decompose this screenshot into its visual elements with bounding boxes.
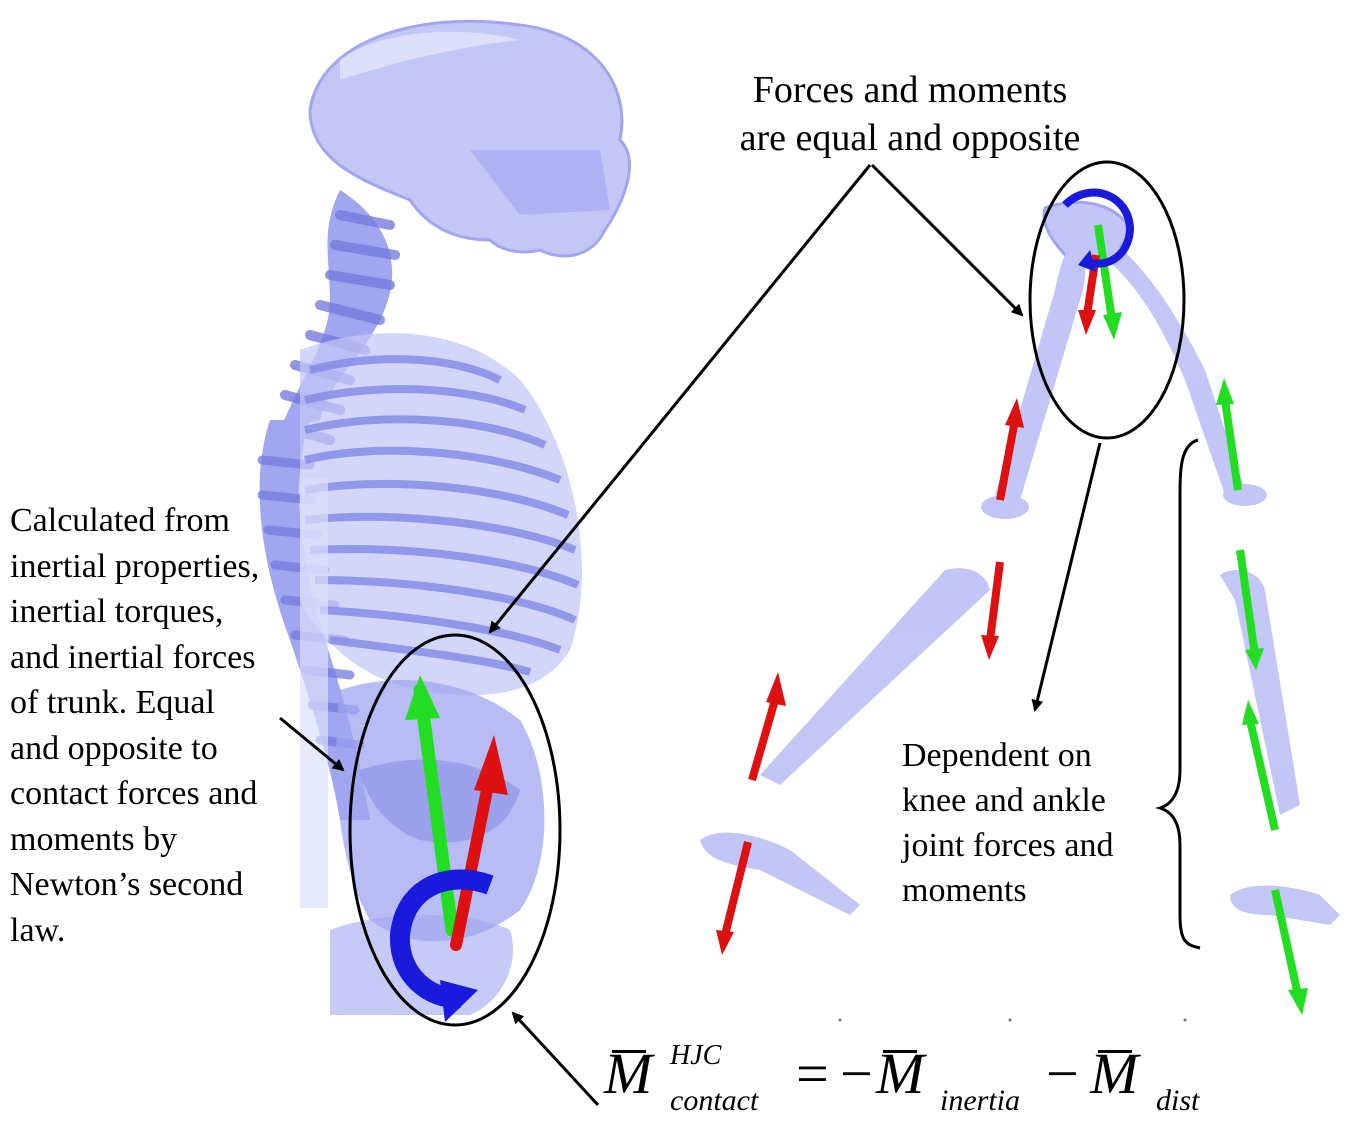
eq-minus-2: − (1046, 1040, 1079, 1107)
right-label-line: joint forces and (902, 823, 1162, 868)
eq-term2-symbol: M (1090, 1040, 1138, 1107)
foot-segment-left (700, 833, 860, 915)
top-label-line2: are equal and opposite (690, 114, 1130, 162)
eq-minus-1: − (840, 1040, 873, 1107)
left-label-line: and opposite to (10, 726, 340, 772)
top-label-line1: Forces and moments (690, 66, 1130, 114)
eq-term2-subscript: dist (1156, 1084, 1199, 1118)
left-label-line: Calculated from (10, 498, 340, 544)
eq-lhs-subscript: contact (670, 1084, 758, 1118)
left-label-line: inertial properties, (10, 544, 340, 590)
left-label-line: inertial torques, (10, 589, 340, 635)
eq-term1-symbol: M (876, 1040, 924, 1107)
right-label-line: moments (902, 868, 1162, 913)
segment-brace (1160, 440, 1200, 948)
arrow-to-right-ellipse (872, 165, 1022, 315)
arrow-to-dependent-label (1035, 443, 1100, 710)
thigh-segment-right (1100, 240, 1245, 495)
eq-equals: = (796, 1040, 829, 1107)
left-label-line: and inertial forces (10, 635, 340, 681)
left-label-line: Newton’s second (10, 862, 340, 908)
left-label: Calculated from inertial properties, ine… (10, 498, 340, 953)
eq-lhs-symbol: M (604, 1040, 652, 1107)
left-label-line: contact forces and (10, 771, 340, 817)
right-label-line: Dependent on (902, 733, 1162, 778)
right-label-line: knee and ankle (902, 778, 1162, 823)
eq-term1-subscript: inertia (940, 1084, 1020, 1118)
arrow-equation-to-hip (513, 1013, 598, 1105)
top-label: Forces and moments are equal and opposit… (690, 66, 1130, 162)
moment-equation: M HJC contact = − M inertia − M dist (600, 1040, 1300, 1120)
right-label: Dependent on knee and ankle joint forces… (902, 733, 1162, 913)
eq-lhs-superscript: HJC (670, 1040, 721, 1072)
left-label-line: law. (10, 908, 340, 954)
left-label-line: of trunk. Equal (10, 680, 340, 726)
left-label-line: moments by (10, 817, 340, 863)
